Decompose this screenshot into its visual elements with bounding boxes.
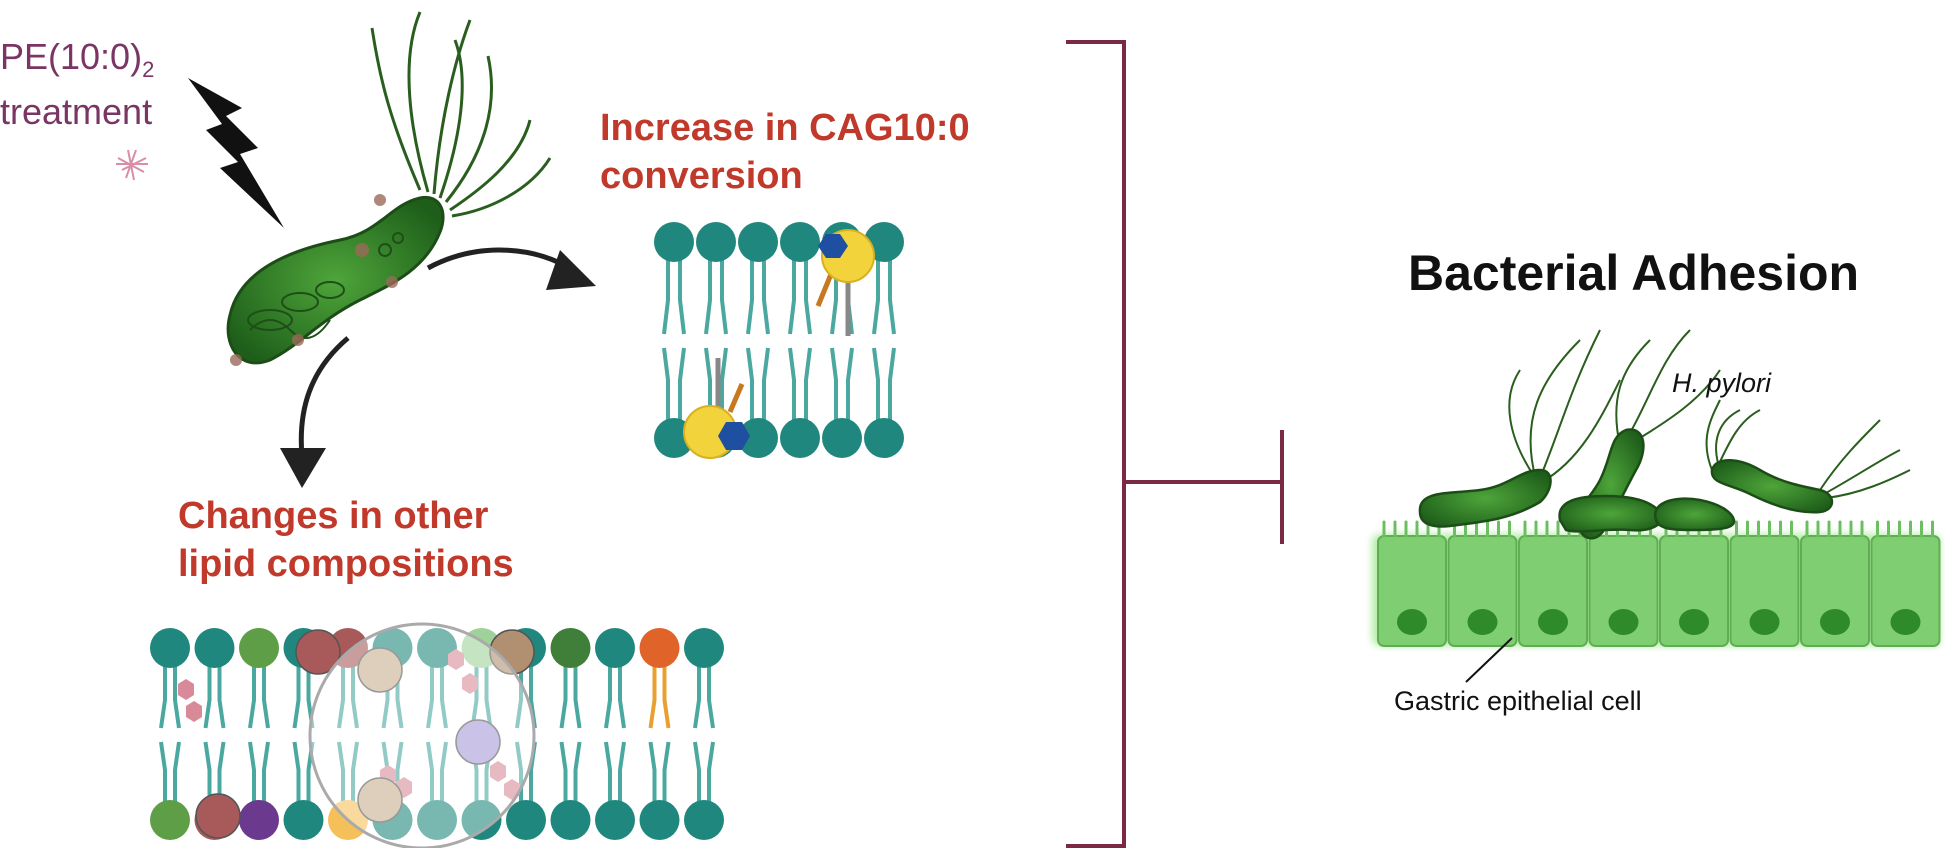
arrow-to-other	[280, 336, 350, 488]
cag-line-2: conversion	[600, 155, 803, 197]
adhesion-title: Bacterial Adhesion	[1408, 245, 1860, 301]
membrane-icon	[654, 222, 904, 459]
lipid-raft-circle	[308, 622, 536, 848]
bacterium-icon	[226, 11, 552, 366]
membrane-complex-icon	[150, 628, 724, 840]
treatment-label: PE(10:0)2 treatment	[0, 36, 154, 133]
other-line-2: lipid compositions	[178, 543, 514, 585]
adhering-bacteria	[1418, 329, 1911, 540]
treatment-subscript: 2	[142, 57, 155, 83]
lightning-icon	[188, 78, 284, 228]
other-lipids-heading: Changes in other lipid compositions	[178, 492, 514, 588]
lipid-tuft-icon	[116, 149, 148, 181]
arrow-to-cag	[426, 247, 596, 290]
treatment-word: treatment	[0, 91, 153, 133]
treatment-compound: PE(10:0)	[0, 36, 143, 77]
epithelium-icon	[1372, 520, 1941, 647]
other-line-1: Changes in other	[178, 495, 489, 537]
epithelial-cell-label: Gastric epithelial cell	[1394, 686, 1642, 716]
cag-conversion-heading: Increase in CAG10:0 conversion	[600, 104, 970, 200]
cag-line-1: Increase in CAG10:0	[600, 107, 970, 149]
hpylori-label: H. pylori	[1672, 368, 1772, 398]
epithelial-pointer	[1465, 637, 1513, 683]
inhibition-icon	[1066, 40, 1284, 848]
